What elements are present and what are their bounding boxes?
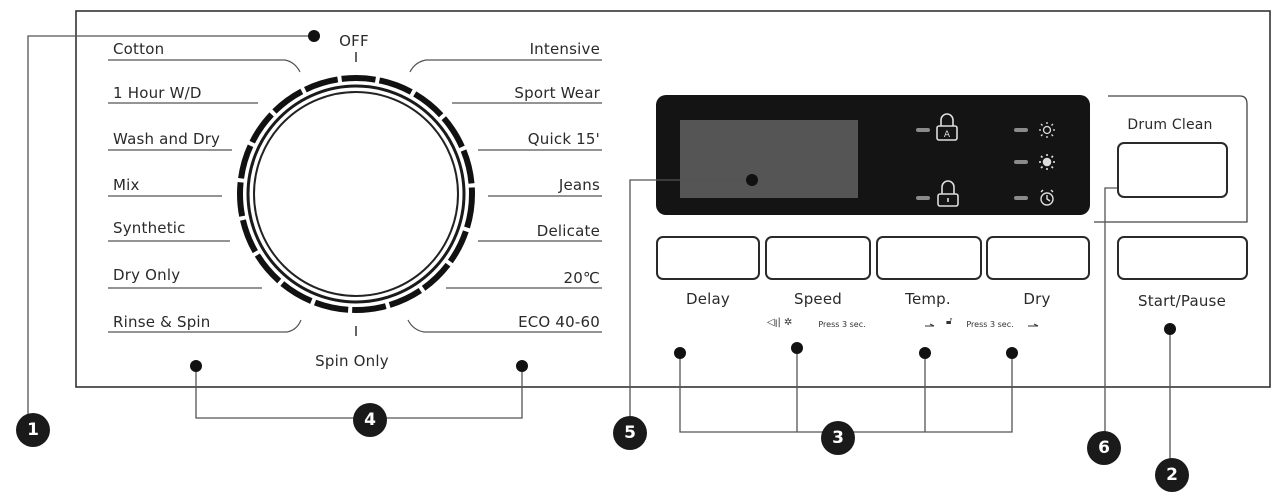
child-lock-icon [936,113,958,141]
indicator-leds [916,128,1028,200]
mute-icon: ◁ꞁ| ✲ [767,317,793,328]
start-pause-button[interactable] [1117,236,1248,280]
dry-button[interactable] [986,236,1090,280]
program-intensive: Intensive [529,40,600,58]
temp-dry-hint: Press 3 sec. [966,320,1014,329]
spin-only-label: Spin Only [315,352,389,370]
program-wash-and-dry: Wash and Dry [113,130,221,148]
speed-hint: Press 3 sec. [818,320,866,329]
lock-small-icon: 🔓︎ [946,316,953,327]
program-jeans: Jeans [558,176,600,194]
program-eco-40-60: ECO 40-60 [518,313,600,331]
program-dry-only: Dry Only [113,266,181,284]
program-synthetic: Synthetic [113,219,186,237]
speed-label: Speed [793,290,843,308]
panel-border [75,10,1271,388]
drum-clean-bracket [1094,95,1248,223]
light-icon [1039,122,1055,138]
callout-dots [190,30,1176,372]
temp-button[interactable] [876,236,982,280]
alarm-clock-icon [1040,189,1054,206]
start-pause-label: Start/Pause [1137,292,1227,310]
program-quick-15: Quick 15' [527,130,600,148]
temp-label: Temp. [905,290,951,308]
callout-1: 1 [16,413,50,447]
callout-3: 3 [821,421,855,455]
delay-button[interactable] [656,236,760,280]
program-cotton: Cotton [113,40,165,58]
program-sport-wear: Sport Wear [514,84,600,102]
program-delicate: Delicate [536,222,600,240]
speed-button[interactable] [765,236,871,280]
strong-light-icon [1039,154,1055,170]
program-lines-left [108,59,302,333]
callout-2: 2 [1155,458,1189,492]
off-label: OFF [339,32,369,50]
delay-label: Delay [685,290,731,308]
door-lock-icon [937,180,959,207]
callout-6: 6 [1087,431,1121,465]
dry-label: Dry [1023,290,1051,308]
svg-text:A: A [944,130,951,140]
callout-5: 5 [613,416,647,450]
program-20c: 20℃ [563,269,600,287]
program-mix: Mix [113,176,140,194]
callout-4: 4 [353,403,387,437]
program-1-hour-wd: 1 Hour W/D [113,84,202,102]
drum-clean-button[interactable] [1117,142,1228,198]
lcd-screen [680,120,858,198]
drum-clean-label: Drum Clean [1127,117,1213,133]
program-rinse-spin: Rinse & Spin [113,313,211,331]
program-dial [237,52,475,336]
program-lines-right [407,59,602,333]
